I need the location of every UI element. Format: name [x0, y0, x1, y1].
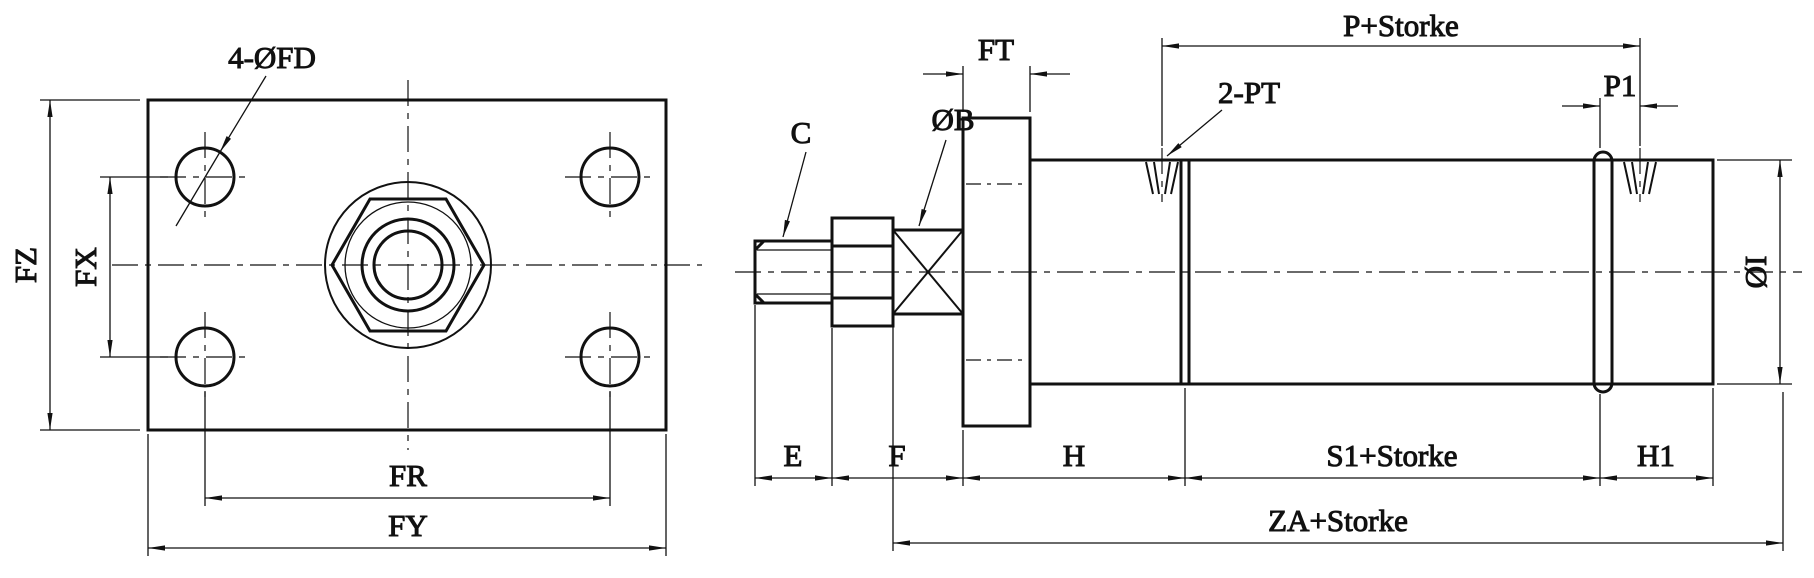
dim-outer-diameter: ØI [1717, 159, 1792, 385]
dim-ft: FT [923, 32, 1070, 112]
dim-za-stroke-label: ZA+Storke [1268, 503, 1408, 538]
dim-p1-label: P1 [1604, 68, 1637, 103]
callout-rod-diameter-label: ØB [931, 102, 974, 137]
cylinder-body [1028, 150, 1715, 394]
dim-e-label: E [784, 438, 803, 473]
dim-outer-diameter-label: ØI [1738, 256, 1773, 289]
dim-h1-label: H1 [1637, 438, 1675, 473]
dim-fz: FZ [8, 99, 140, 431]
callout-ports-label: 2-PT [1218, 75, 1280, 110]
dim-fr: FR [204, 392, 611, 506]
tube-end-ring [1592, 150, 1614, 394]
callout-holes-label: 4-ØFD [228, 40, 316, 75]
callout-thread-label: C [791, 115, 812, 150]
callout-ports: 2-PT [1166, 75, 1281, 157]
dim-h-label: H [1063, 438, 1085, 473]
dim-fy-label: FY [388, 508, 428, 543]
dim-fx: FX [68, 176, 168, 358]
dim-fx-label: FX [68, 247, 103, 287]
side-view-cylinder: C ØB 2-PT FT P+Storke P1 [735, 8, 1802, 551]
dim-za-stroke: ZA+Storke [892, 318, 1784, 551]
dim-bottom-chain: E F H S1+Storke H1 [754, 305, 1714, 486]
dim-p1: P1 [1562, 68, 1678, 148]
dim-f-label: F [888, 438, 905, 473]
ports [1145, 148, 1657, 202]
callout-thread: C [782, 115, 812, 238]
dim-fz-label: FZ [8, 247, 43, 283]
dim-fr-label: FR [389, 458, 427, 493]
front-view-flange: FZ FX FR FY 4-ØFD [8, 40, 702, 556]
front-view-centerlines [112, 80, 702, 450]
callout-mounting-holes: 4-ØFD [175, 40, 316, 227]
dim-s1-stroke-label: S1+Storke [1326, 438, 1457, 473]
dim-p-stroke-label: P+Storke [1343, 8, 1459, 43]
dim-fy: FY [147, 434, 667, 556]
dim-p-stroke: P+Storke [1161, 8, 1641, 146]
callout-rod-diameter: ØB [918, 102, 975, 227]
dim-ft-label: FT [978, 32, 1014, 67]
